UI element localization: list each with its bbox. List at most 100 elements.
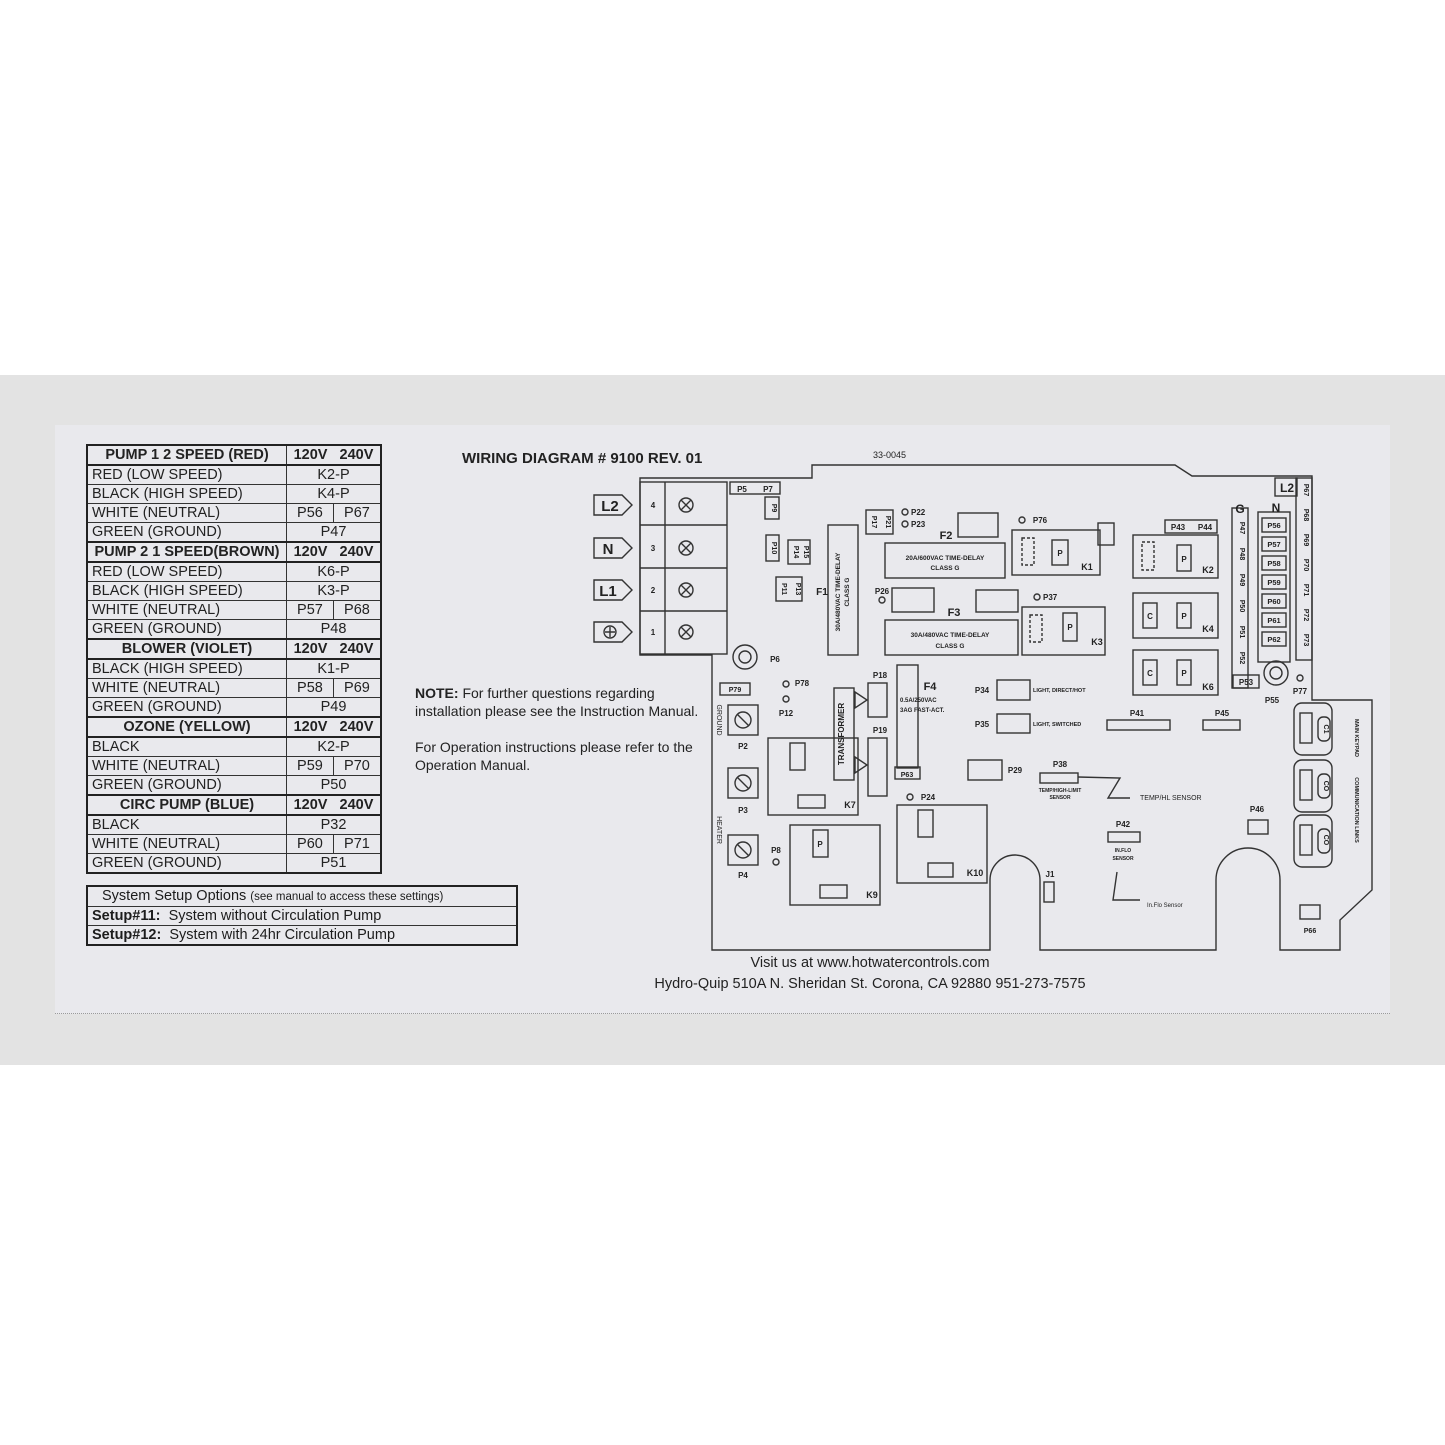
relay-k1-pin	[1051, 539, 1069, 566]
communication-port	[1293, 759, 1333, 813]
label-j1: J1	[1046, 870, 1055, 879]
label-relay-c: C	[1147, 612, 1153, 621]
relay-k9-coil	[819, 884, 848, 899]
test-point-p8	[772, 858, 780, 866]
connection-240v: P67	[332, 503, 382, 523]
jumper-j1	[1043, 881, 1055, 903]
connector-p9	[764, 496, 780, 520]
mount-hole-inner	[1269, 666, 1283, 680]
label-p53: P53	[1239, 678, 1254, 687]
label-p14: P14	[792, 546, 799, 559]
table-row: GREEN (GROUND)P48	[86, 619, 382, 640]
relay-k10-pin	[917, 809, 934, 838]
section-name: PUMP 1 2 SPEED (RED)	[86, 444, 287, 466]
label-relay-p: P	[1067, 623, 1073, 632]
note-installation: NOTE: For further questions regarding in…	[415, 684, 705, 720]
relay-k1-coil	[1021, 537, 1035, 566]
fuse-f2	[884, 542, 1006, 579]
voltage-120: 120V	[293, 641, 328, 657]
wire-color: WHITE (NEUTRAL)	[86, 834, 287, 854]
neutral-terminal	[1261, 555, 1287, 571]
connection-120v: P60	[286, 834, 334, 854]
transformer-arrow-icon	[854, 755, 869, 775]
wire-color: BLACK (HIGH SPEED)	[86, 658, 287, 679]
label-p15: P15	[802, 546, 809, 559]
label-p46: P46	[1250, 805, 1265, 814]
temp-sensor-wire	[1077, 776, 1130, 799]
note-label: NOTE:	[415, 685, 459, 701]
diagram-title: WIRING DIAGRAM # 9100 REV. 01	[462, 450, 702, 467]
mount-hole-p55	[1263, 660, 1289, 686]
connector-p5-p7	[729, 481, 781, 495]
voltage-240: 240V	[339, 447, 374, 463]
terminal-screw-icon	[678, 624, 694, 640]
label-transformer: TRANSFORMER	[837, 703, 846, 765]
label-p70: P70	[1302, 559, 1309, 572]
label-k9: K9	[866, 890, 878, 900]
label-relay-p: P	[817, 840, 823, 849]
potentiometer	[727, 767, 759, 799]
connection-point: P47	[286, 522, 382, 543]
website-line: Visit us at www.hotwatercontrols.com	[750, 955, 990, 971]
voltage-header: 120V 240V	[286, 794, 382, 816]
label-g: G	[1235, 502, 1244, 516]
label-f4-type: 3AG FAST-ACT.	[900, 708, 945, 714]
mount-hole-p6	[732, 644, 758, 670]
table-section-header: CIRC PUMP (BLUE) 120V 240V	[86, 794, 382, 816]
section-name: OZONE (YELLOW)	[86, 716, 287, 738]
connector-p29	[967, 759, 1003, 781]
setup-option: Setup#12: System with 24hr Circulation P…	[86, 925, 518, 946]
neutral-terminal	[1261, 574, 1287, 590]
table-section-header: PUMP 1 2 SPEED (RED) 120V 240V	[86, 444, 382, 466]
label-p41: P41	[1130, 709, 1145, 718]
system-setup-options: System Setup Options (see manual to acce…	[86, 885, 518, 946]
knob-slot	[736, 843, 750, 857]
table-row: GREEN (GROUND)P51	[86, 853, 382, 874]
terminal-screw-icon	[678, 540, 694, 556]
connector-p39-p40	[1097, 522, 1115, 546]
connection-point: P48	[286, 619, 382, 640]
connector-p41	[1106, 719, 1171, 731]
label-p35: P35	[975, 720, 990, 729]
label-p38-desc2: SENSOR	[1049, 795, 1071, 801]
label-p58: P58	[1267, 559, 1280, 568]
label-p78: P78	[795, 679, 810, 688]
connector-group-3	[975, 589, 1019, 613]
note-text: For further questions regarding installa…	[415, 685, 699, 719]
connector-p11-p13	[775, 576, 803, 602]
label-f3-class: CLASS G	[936, 643, 965, 650]
connector-p45	[1202, 719, 1241, 731]
l2-bus	[1295, 477, 1313, 661]
label-k4: K4	[1202, 624, 1214, 634]
label-p68: P68	[1302, 509, 1309, 522]
table-row: BLACK (HIGH SPEED)K1-P	[86, 658, 382, 679]
test-point-p77	[1296, 674, 1304, 682]
connection-point: P32	[286, 814, 382, 835]
voltage-header: 120V 240V	[286, 638, 382, 660]
label-relay-p: P	[1181, 612, 1187, 621]
label-p77: P77	[1293, 687, 1308, 696]
label-p6: P6	[770, 655, 780, 664]
connector-p38	[1039, 772, 1079, 784]
label-nbus: N	[1272, 501, 1281, 515]
label-p62: P62	[1267, 635, 1280, 644]
connector-p79	[719, 682, 751, 696]
label-p72: P72	[1302, 609, 1309, 622]
relay-k10	[896, 804, 988, 884]
label-p35-desc: LIGHT, SWITCHED	[1033, 722, 1081, 728]
label-f1: F1	[816, 587, 828, 598]
table-row: GREEN (GROUND)P49	[86, 697, 382, 718]
wire-color: WHITE (NEUTRAL)	[86, 756, 287, 776]
l2-bus-label-box	[1274, 477, 1298, 497]
section-name: BLOWER (VIOLET)	[86, 638, 287, 660]
voltage-240: 240V	[339, 797, 374, 813]
label-p42-desc1: IN.FLO	[1115, 848, 1131, 854]
label-n: N	[603, 541, 614, 558]
section-name: PUMP 2 1 SPEED(BROWN)	[86, 541, 287, 563]
label-p67: P67	[1302, 484, 1309, 497]
note-operation: For Operation instructions please refer …	[415, 739, 693, 773]
connection-240v: P69	[332, 678, 382, 698]
note-block: NOTE: For further questions regarding in…	[415, 684, 705, 792]
